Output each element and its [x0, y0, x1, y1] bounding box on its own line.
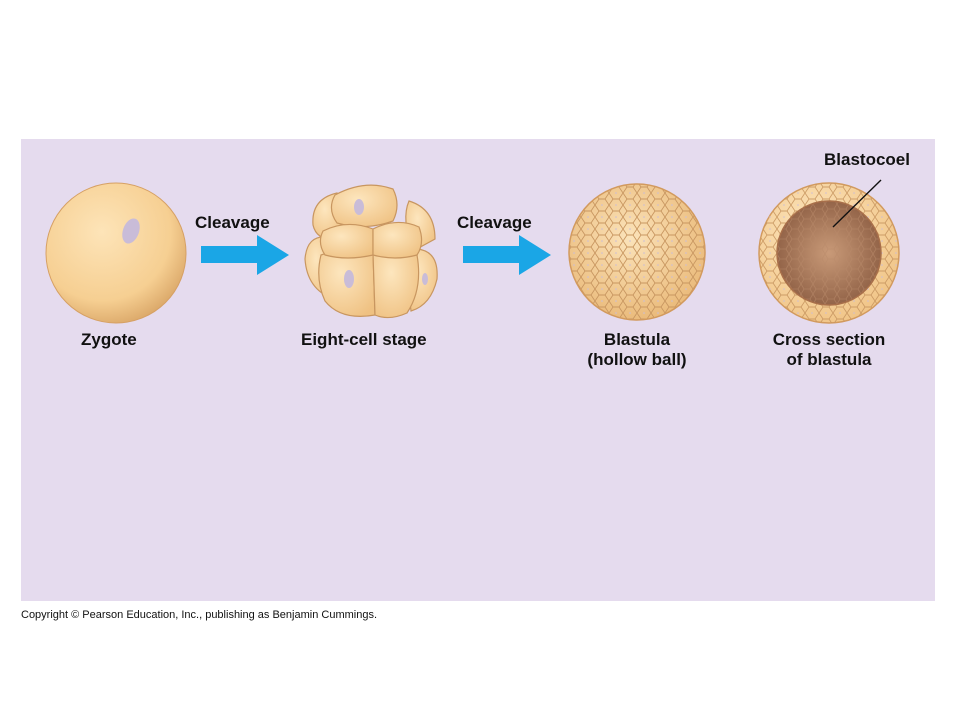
- cleavage-label-1: Cleavage: [195, 213, 270, 232]
- embryo-development-figure: [45, 179, 900, 324]
- blastula-cross-section-icon: [758, 179, 900, 324]
- stage-label-blastula: Blastula (hollow ball): [577, 330, 697, 370]
- right-arrow-icon: [463, 235, 551, 275]
- callout-blastocoel-label: Blastocoel: [824, 150, 910, 169]
- copyright-notice: Copyright © Pearson Education, Inc., pub…: [21, 609, 378, 621]
- right-arrow-icon: [201, 235, 289, 275]
- cleavage-label-2: Cleavage: [457, 213, 532, 232]
- stage-label-cross-section-line1: Cross section: [772, 330, 886, 349]
- stage-label-eight-cell: Eight-cell stage: [301, 330, 427, 349]
- zygote-cell-icon: [45, 182, 187, 324]
- stage-label-cross-section: Cross section of blastula: [759, 330, 899, 370]
- eight-cell-embryo-icon: [304, 184, 438, 319]
- diagram-panel: Cleavage Cleavage Blastocoel Zygote Eigh…: [21, 139, 935, 601]
- stage-label-cross-section-line2: of blastula: [786, 350, 872, 369]
- blastula-icon: [568, 183, 706, 321]
- stage-label-zygote: Zygote: [81, 330, 137, 349]
- stage-label-blastula-line2: (hollow ball): [587, 350, 687, 369]
- stage-label-blastula-line1: Blastula: [603, 330, 671, 349]
